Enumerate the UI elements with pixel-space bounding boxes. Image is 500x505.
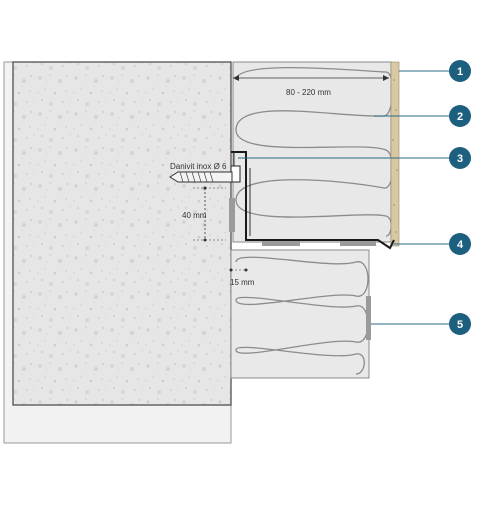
left-profile-strip [229, 198, 235, 232]
anchor-screw [169, 171, 233, 183]
callout-1: 1 [449, 60, 471, 82]
spacing-40-label: 40 mm [182, 211, 207, 220]
svg-text:1: 1 [457, 66, 463, 78]
svg-text:5: 5 [457, 319, 463, 331]
callout-4: 4 [449, 233, 471, 255]
profile-strip-left [262, 241, 300, 246]
lower-block-profile [366, 296, 371, 340]
callout-5: 5 [449, 313, 471, 335]
render-layer [390, 61, 400, 247]
svg-text:2: 2 [457, 111, 463, 123]
upper-insulation [232, 61, 392, 243]
profile-strip-right [340, 241, 376, 246]
lower-insulation-wave [235, 256, 369, 375]
anchor-label: Danivit inox Ø 6 [170, 162, 227, 171]
spacing-15-label: 15 mm [230, 278, 255, 287]
svg-text:4: 4 [457, 239, 464, 251]
upper-insulation-wave [235, 66, 394, 237]
leader-lines [238, 70, 449, 325]
callout-3: 3 [449, 147, 471, 169]
width-range-label: 80 - 220 mm [286, 88, 331, 97]
svg-text:3: 3 [457, 153, 463, 165]
starter-profile [231, 151, 395, 250]
lower-insulation-block [230, 249, 370, 379]
callout-2: 2 [449, 105, 471, 127]
concrete-wall [12, 61, 232, 406]
